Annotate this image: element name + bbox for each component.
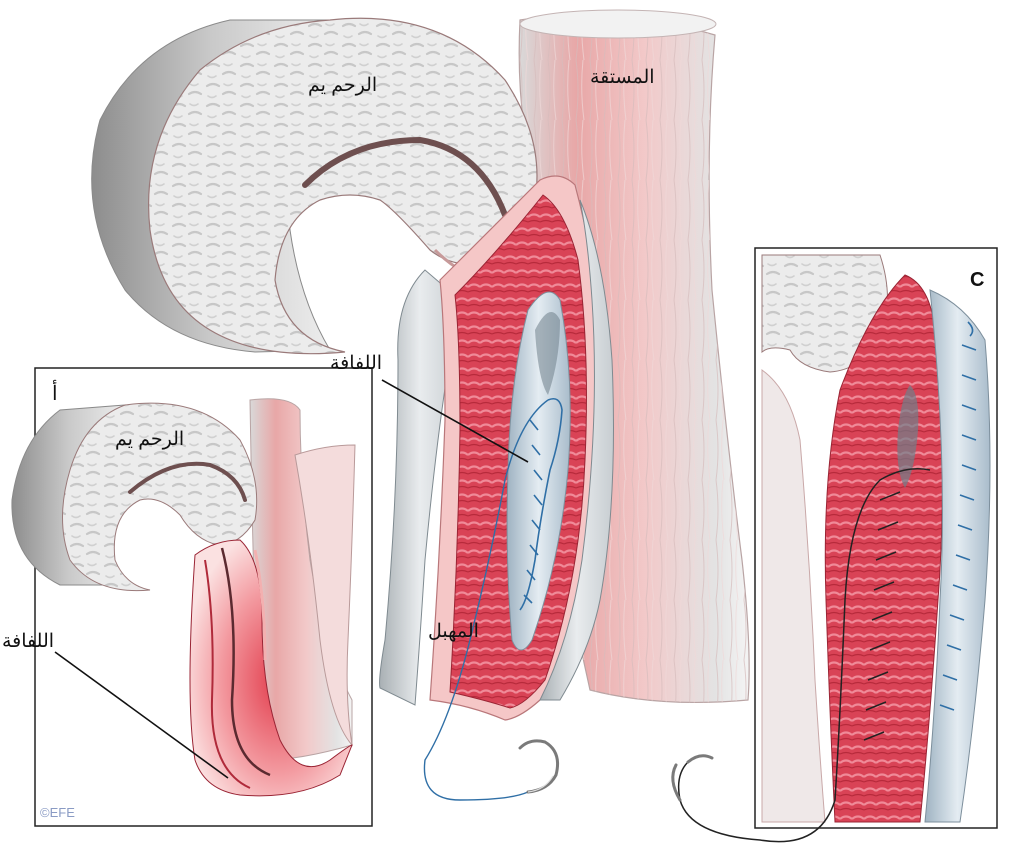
panel-letter-a: أ [52,384,58,404]
label-rectum: المستقة [590,68,655,87]
panel-letter-c: C [970,270,984,290]
illustrator-credit: ©EFE [40,806,75,819]
label-fascia-main: اللفافة [330,354,382,373]
inset-a-panel [12,368,372,826]
needle-main [520,741,558,792]
label-vagina: المهبل [428,622,479,641]
label-fascia-inset: اللفافة [2,632,54,651]
label-uterus-main: الرحم يم [308,76,377,95]
inset-c-panel [755,248,997,828]
label-uterus-inset: الرحم يم [115,430,184,449]
vagina-main [380,176,614,720]
